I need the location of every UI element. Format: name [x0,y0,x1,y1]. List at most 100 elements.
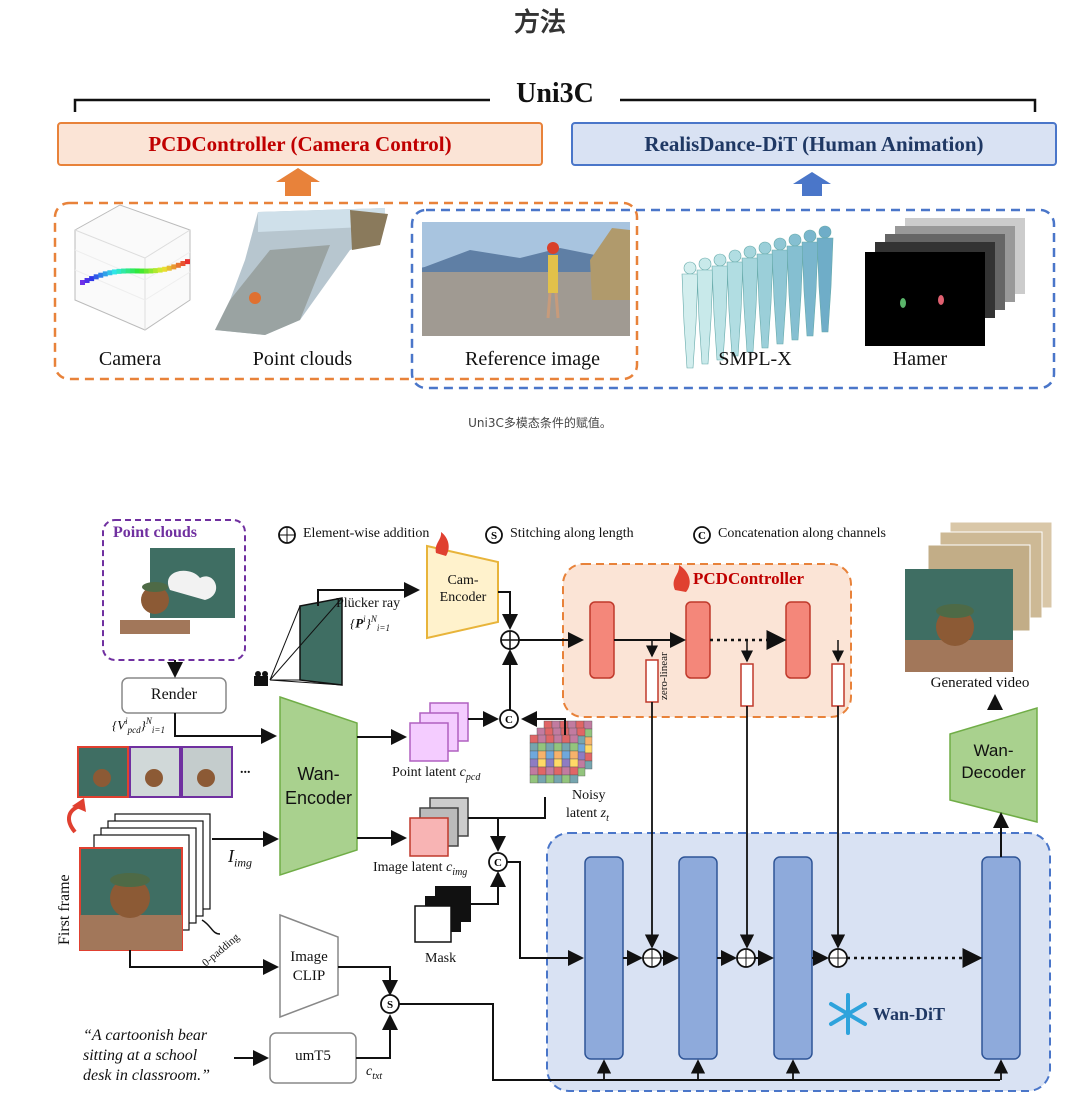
hamer-frames [865,218,1025,346]
legend-stitch-label: Stitching along length [510,526,634,541]
noise-cell [553,758,563,768]
camera-pose-marker [130,268,136,274]
noise-cell [537,734,547,744]
pcd-input-group [53,201,639,381]
generated-video-frames [905,521,1053,672]
generated-video-label: Generated video [930,675,1030,691]
wan-encoder [279,695,358,877]
camera-pose-marker [93,274,99,280]
plucker-label: Plücker ray [336,596,401,611]
noise-cell [567,720,577,730]
noise-cell [529,742,539,752]
noise-cell [536,727,546,737]
noise-cell [576,735,586,745]
realisdance-title-box: RealisDance-DiT (Human Animation) [571,122,1057,166]
noise-cell [569,742,579,752]
noise-cell [576,767,586,777]
frames-ellipsis: ... [240,762,251,777]
legend-concat-label: Concatenation along channels [718,526,886,541]
noise-cell [569,758,579,768]
first-frame-label: First frame [56,874,73,945]
noise-cell [552,727,562,737]
camera-frustum [254,597,343,686]
noise-cell [561,766,571,776]
umt5-label: umT5 [295,1048,331,1064]
prompt-line-2: sitting at a school [83,1047,198,1064]
noise-cell [569,766,579,776]
noise-cell [553,734,563,744]
uni3c-overview-figure [53,98,1056,390]
legend-add-label: Element-wise addition [303,526,430,541]
noise-cell [583,720,593,730]
first-frame-stack [79,813,211,951]
camera-pose-marker [148,268,154,274]
legend-concat-icon: C [693,526,711,544]
noise-cell [583,752,593,762]
cam-encoder-flame-icon [435,532,449,556]
camera-pose-marker [125,268,131,274]
camera-trajectory-plot [74,204,191,331]
svg-text:C: C [494,857,502,869]
prompt-line-1: “A cartoonish bear [83,1027,208,1044]
legend-add-icon [278,526,296,544]
noise-cell [561,758,571,768]
cam-encoder-label: Cam- Encoder [439,573,487,605]
image-clip-box [279,913,339,1019]
prompt-line-3: desk in classroom.” [83,1067,210,1084]
camera-pose-marker [102,271,108,277]
i-img-label: Iimg [228,846,252,870]
noise-cell [529,734,539,744]
point-clouds-thumbnail [215,208,388,335]
noise-cell [569,750,579,760]
cam-encoder [426,544,499,640]
noise-cell [529,766,539,776]
uni3c-title: Uni3C [490,78,620,110]
camera-pose-marker [162,266,168,272]
noise-cell [569,774,579,784]
noise-cell [553,750,563,760]
prompt-text: “A cartoonish bear sitting at a school d… [83,1026,210,1086]
image-latent-stack [409,797,469,857]
noise-cell [569,734,579,744]
wan-dit-label: Wan-DiT [873,1004,946,1024]
render-label: Render [150,686,198,703]
pcd-controller-title-box: PCDController (Camera Control) [57,122,543,166]
noise-cell [576,727,586,737]
page-title: 方法 [513,8,566,38]
noise-cell [553,774,563,784]
noise-cell [545,774,555,784]
label-hamer: Hamer [892,348,948,370]
camera-pose-marker [116,268,122,274]
noise-cell [545,742,555,752]
wan-encoder-label: Wan- Encoder [284,764,353,808]
label-smplx: SMPL-X [718,348,792,370]
noise-cell [545,734,555,744]
c-txt-label: ctxt [366,1064,383,1082]
point-latent-stack [409,702,469,762]
noise-cell [583,760,593,770]
camera-pose-marker [121,268,127,274]
noisy-latent-grid [529,720,593,784]
camera-pose-marker [143,268,149,274]
noise-cell [561,774,571,784]
noise-cell [537,750,547,760]
camera-pose-marker [171,264,177,270]
noise-cell [537,742,547,752]
camera-pose-marker [98,272,104,278]
noise-cell [529,758,539,768]
legend-stitch-icon: S [485,526,503,544]
camera-pose-marker [107,270,113,276]
camera-pose-marker [175,262,181,268]
plucker-math: {Pi}Ni=1 [350,614,390,633]
reference-image [422,222,630,336]
label-reference-image: Reference image [465,348,600,370]
noise-cell [545,750,555,760]
svg-text:C: C [505,714,513,726]
svg-text:C: C [698,530,706,542]
camera-pose-marker [89,276,95,282]
camera-pose-marker [180,261,186,267]
noise-cell [537,774,547,784]
zero-linear-label: zero-linear [658,652,670,700]
camera-pose-marker [84,278,90,284]
image-clip-label: Image CLIP [290,949,328,984]
